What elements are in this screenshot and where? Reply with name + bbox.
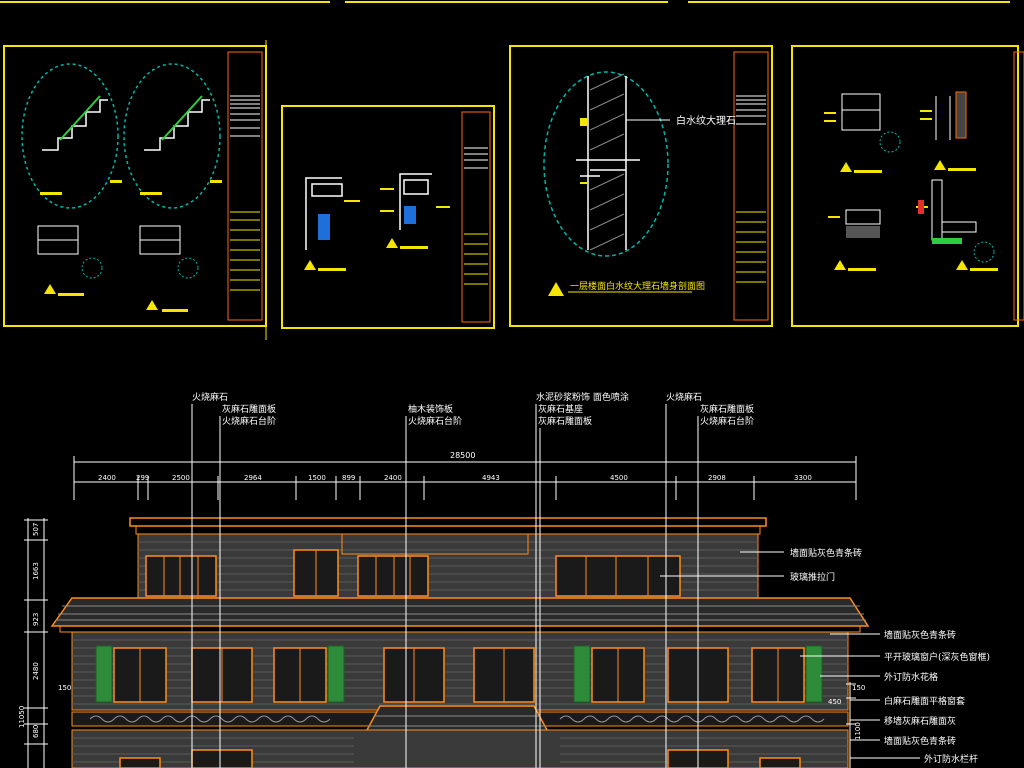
left-dim-label: 2480 bbox=[32, 662, 40, 680]
callout-top: 水泥砂浆粉饰 面色喷涂 bbox=[536, 391, 629, 403]
right-dim-label: 150 bbox=[852, 684, 865, 692]
sheet-3-caption: 一层楼面白水纹大理石墙身剖面图 bbox=[570, 280, 705, 292]
dim-label: 4943 bbox=[482, 474, 500, 482]
left-dim-label: 507 bbox=[32, 523, 40, 536]
right-dim-label: 450 bbox=[828, 698, 841, 706]
callout-right: 平开玻璃窗户(深灰色窗框) bbox=[884, 651, 990, 663]
detail-sheet-2 bbox=[281, 105, 495, 329]
callout-top: 灰麻石基座 bbox=[538, 403, 583, 415]
left-dim-label: 1663 bbox=[32, 562, 40, 580]
callout-top: 火烧麻石台阶 bbox=[408, 415, 462, 427]
callout-top: 灰麻石雕面板 bbox=[700, 403, 754, 415]
detail-sheet-4 bbox=[791, 45, 1024, 327]
sheet-3-callout: 白水纹大理石 bbox=[676, 114, 736, 127]
left-dim-label: 11050 bbox=[18, 706, 26, 728]
dim-label: 2400 bbox=[384, 474, 402, 482]
detail-sheet-3: 白水纹大理石 一层楼面白水纹大理石墙身剖面图 bbox=[509, 45, 773, 327]
callout-top: 灰麻石雕面板 bbox=[538, 415, 592, 427]
callout-right: 玻璃推拉门 bbox=[790, 571, 835, 583]
callout-top: 火烧麻石台阶 bbox=[700, 415, 754, 427]
dim-label: 299 bbox=[136, 474, 149, 482]
callout-right: 外订防水栏杆 bbox=[924, 753, 978, 765]
dim-label: 2400 bbox=[98, 474, 116, 482]
callout-top: 火烧麻石 bbox=[192, 391, 228, 403]
dim-label: 2908 bbox=[708, 474, 726, 482]
callout-right: 外订防水花格 bbox=[884, 671, 938, 683]
callout-top: 灰麻石雕面板 bbox=[222, 403, 276, 415]
left-dim-label: 923 bbox=[32, 613, 40, 626]
dim-label: 899 bbox=[342, 474, 355, 482]
callout-top: 柚木装饰板 bbox=[408, 403, 453, 415]
left-dim-label: 150 bbox=[58, 684, 71, 692]
callout-right: 墙面贴灰色青条砖 bbox=[884, 629, 956, 641]
callout-right: 移墙灰麻石雕面灰 bbox=[884, 715, 956, 727]
building-elevation: 28500 2400 299 2500 2964 1500 899 2400 4… bbox=[18, 391, 990, 768]
callout-top: 火烧麻石 bbox=[666, 391, 702, 403]
right-dim-label: 1100 bbox=[854, 722, 862, 740]
dim-label: 2500 bbox=[172, 474, 190, 482]
dim-label: 3300 bbox=[794, 474, 812, 482]
callout-top: 火烧麻石台阶 bbox=[222, 415, 276, 427]
dim-label: 1500 bbox=[308, 474, 326, 482]
callout-right: 墙面贴灰色青条砖 bbox=[790, 547, 862, 559]
left-dim-label: 680 bbox=[32, 725, 40, 738]
detail-sheet-1 bbox=[3, 40, 267, 340]
total-dimension: 28500 bbox=[450, 451, 475, 460]
dim-label: 2964 bbox=[244, 474, 262, 482]
dim-label: 4500 bbox=[610, 474, 628, 482]
callout-right: 白麻石雕面平格窗套 bbox=[884, 695, 965, 707]
callout-right: 墙面贴灰色青条砖 bbox=[884, 735, 956, 747]
